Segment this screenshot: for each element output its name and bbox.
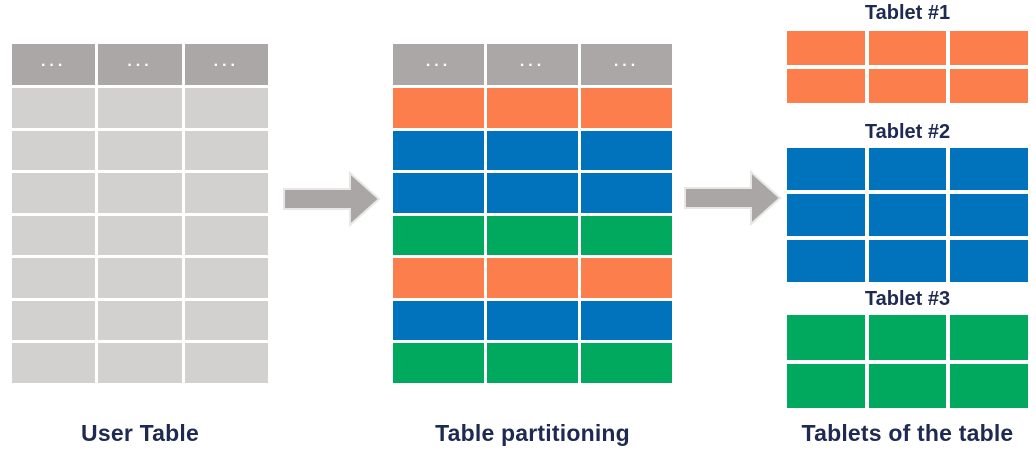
header-cell: ... [184,44,268,85]
tablet-1-table [787,31,1028,103]
row-cell [12,343,96,383]
partition-cell-blue [487,130,578,171]
row-cell [12,173,96,213]
tablet-cell-blue [868,194,947,236]
partition-cell-orange [393,88,484,128]
tablet-cell-orange [868,69,947,103]
partition-cell-blue [393,173,484,213]
row-cell [184,88,268,128]
row-cell [98,258,182,298]
partition-cell-blue [581,130,672,171]
partition-cell-green [581,215,672,256]
tablet-cell-orange [950,69,1028,103]
header-cell: ... [581,44,672,85]
partitioned-table-caption: Table partitioning [435,420,630,446]
row-cell [184,130,268,171]
row-cell [184,343,268,383]
tablet-cell-orange [787,31,865,65]
partition-cell-blue [581,300,672,341]
partition-cell-green [487,215,578,256]
header-cell: ... [12,44,96,85]
tablet-cell-blue [868,240,947,282]
partition-cell-blue [393,130,484,171]
tablet-cell-green [950,363,1028,408]
partition-cell-orange [581,88,672,128]
partitioned-table: ......... [393,44,672,383]
row-cell [12,215,96,256]
row-cell [98,215,182,256]
row-cell [98,300,182,341]
partition-cell-blue [487,300,578,341]
tablet-cell-orange [950,31,1028,65]
tablet-cell-green [950,315,1028,360]
tablet-2-title: Tablet #2 [864,121,951,143]
row-cell [12,88,96,128]
partition-cell-orange [487,258,578,298]
partition-cell-orange [393,258,484,298]
tablet-cell-green [868,315,947,360]
tablet-cell-blue [787,240,865,282]
tablet-cell-blue [868,148,947,190]
row-cell [98,343,182,383]
row-cell [12,300,96,341]
tablet-cell-blue [950,240,1028,282]
row-cell [184,215,268,256]
partition-cell-blue [393,300,484,341]
tablet-cell-green [787,363,865,408]
tablet-3-table [787,315,1028,408]
right-arrow-icon [684,169,782,227]
row-cell [12,130,96,171]
partition-cell-blue [487,173,578,213]
tablet-cell-orange [868,31,947,65]
header-cell: ... [98,44,182,85]
tablet-1-title: Tablet #1 [864,2,951,24]
tablet-2-table [787,148,1028,282]
tablet-cell-blue [787,194,865,236]
partition-cell-blue [581,173,672,213]
header-cell: ... [393,44,484,85]
tablet-cell-orange [787,69,865,103]
row-cell [184,258,268,298]
user-table-caption: User Table [81,420,199,446]
row-cell [98,130,182,171]
partition-cell-green [393,343,484,383]
user-table: ......... [12,44,268,383]
tablet-3-title: Tablet #3 [864,288,951,310]
partition-cell-green [487,343,578,383]
partition-cell-orange [581,258,672,298]
right-arrow-icon [283,170,381,228]
row-cell [12,258,96,298]
partition-cell-green [581,343,672,383]
tablet-cell-blue [950,194,1028,236]
tablet-cell-green [868,363,947,408]
partition-cell-orange [487,88,578,128]
header-cell: ... [487,44,578,85]
row-cell [98,173,182,213]
tablet-cell-green [787,315,865,360]
tablet-cell-blue [950,148,1028,190]
partition-cell-green [393,215,484,256]
tablets-caption: Tablets of the table [801,420,1014,446]
tablet-cell-blue [787,148,865,190]
row-cell [98,88,182,128]
row-cell [184,300,268,341]
row-cell [184,173,268,213]
